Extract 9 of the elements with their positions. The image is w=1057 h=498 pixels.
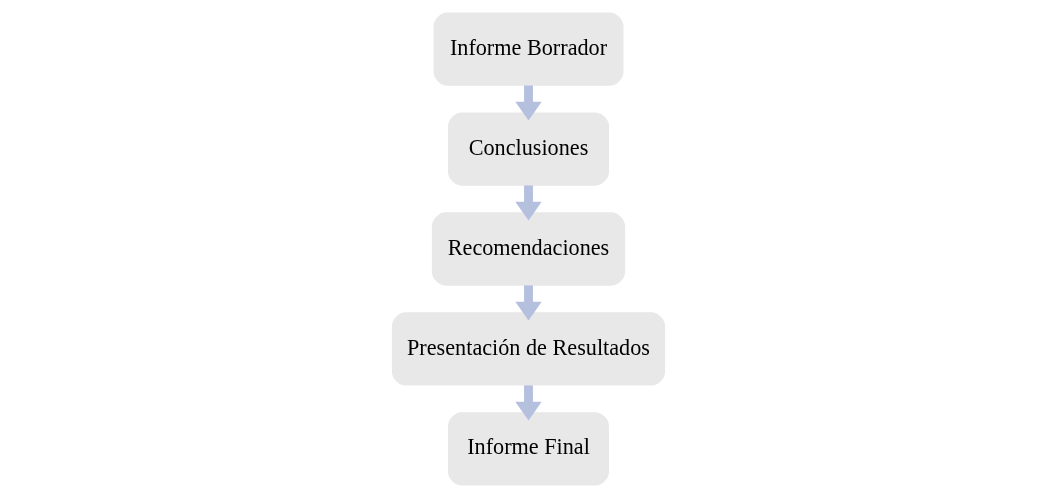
arrow [515, 85, 542, 121]
arrow [515, 385, 542, 421]
node-box: Recomendaciones [431, 212, 626, 286]
node-box: Conclusiones [447, 112, 610, 186]
node-box: Presentación de Resultados [391, 312, 666, 386]
arrow [515, 185, 542, 221]
node-box: Informe Final [447, 412, 610, 486]
node-box: Informe Borrador [433, 12, 624, 86]
arrow [515, 285, 542, 321]
